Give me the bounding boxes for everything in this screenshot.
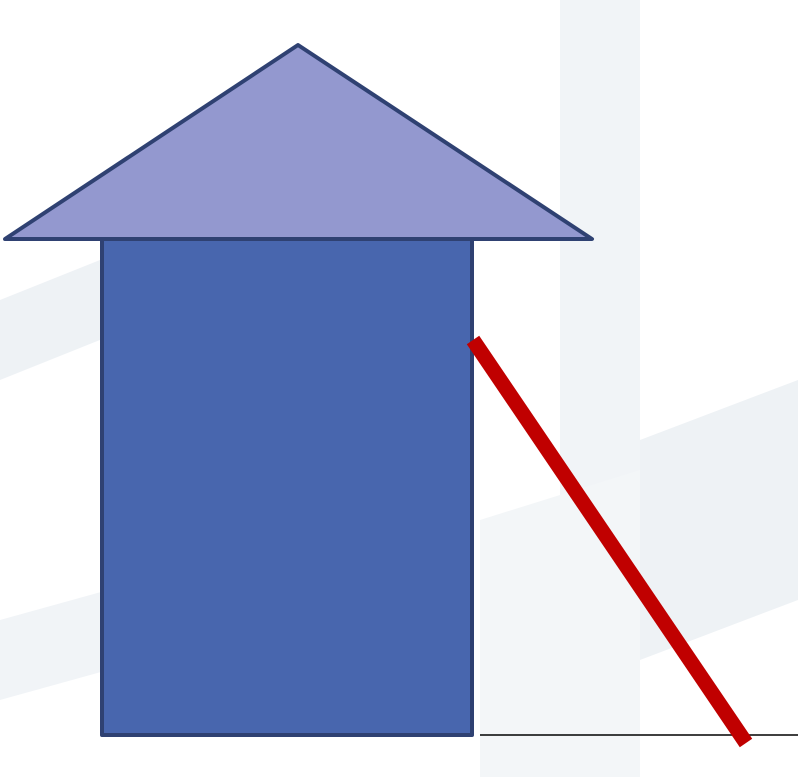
house-roof [3, 43, 594, 241]
house-wall [100, 236, 474, 737]
ladder [466, 335, 753, 748]
